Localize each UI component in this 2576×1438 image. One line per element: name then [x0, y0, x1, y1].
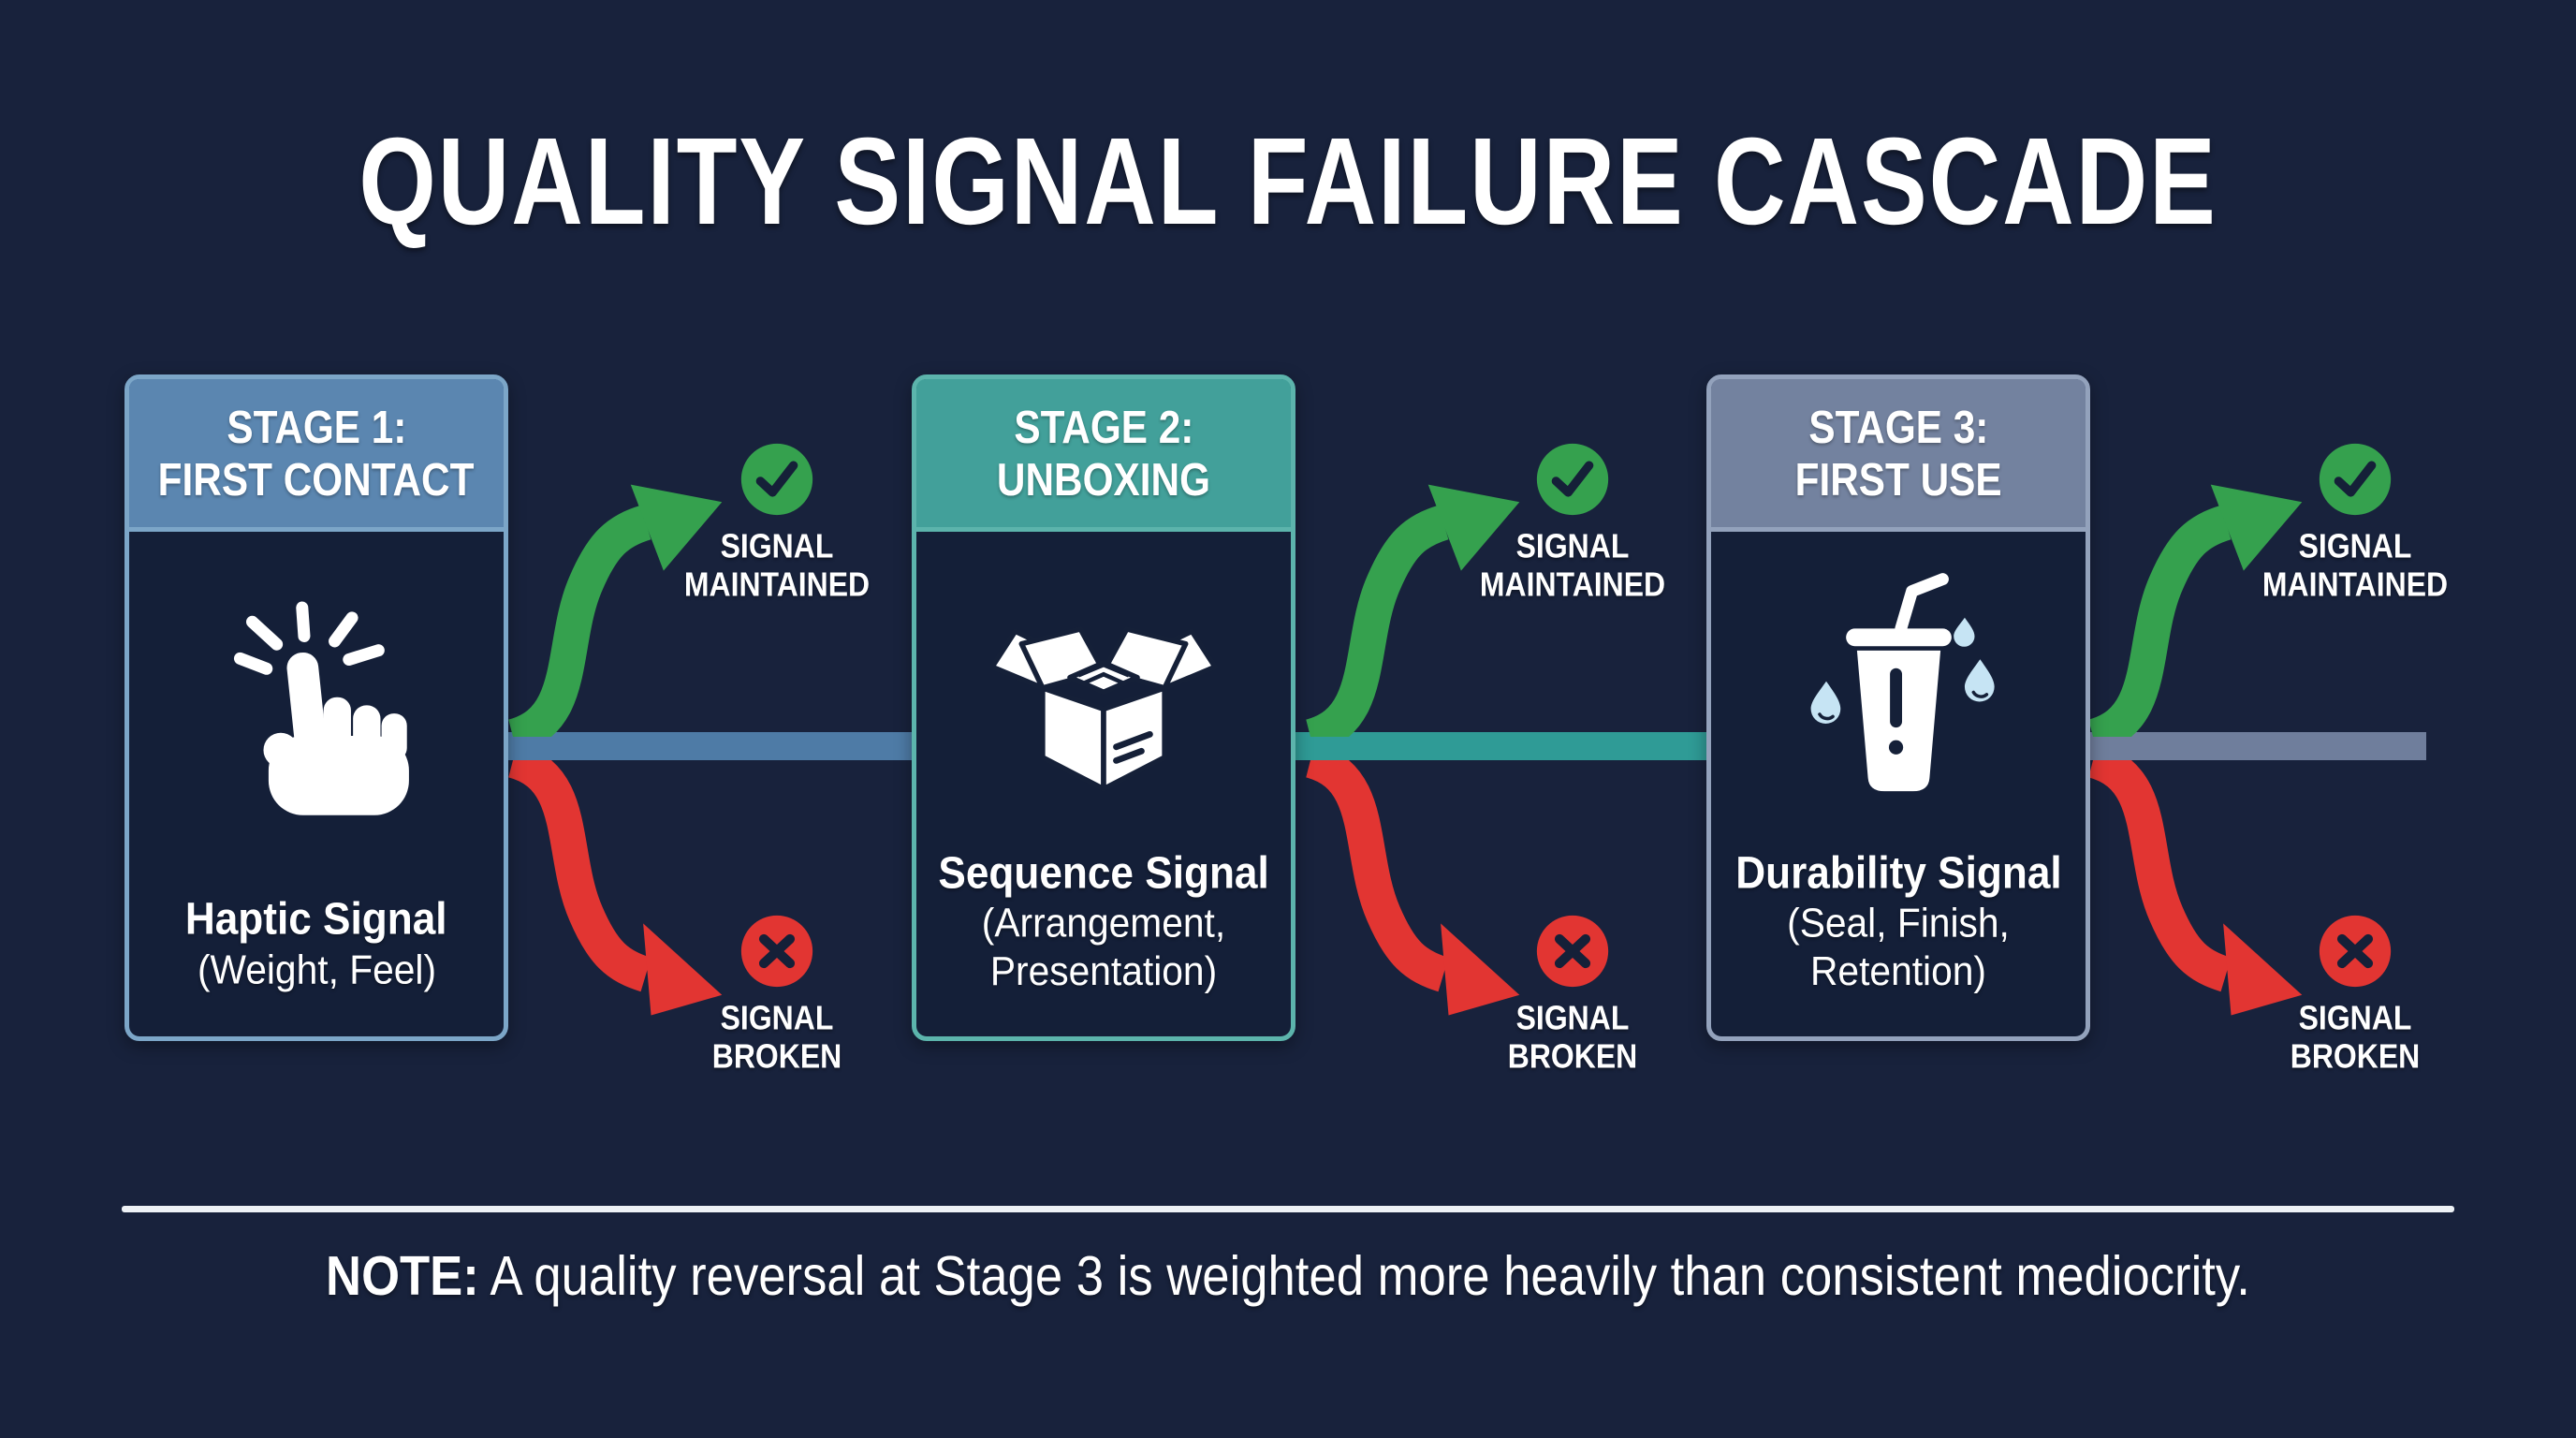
note-prefix: NOTE: — [326, 1244, 479, 1307]
check-circle-icon — [1536, 443, 1609, 516]
stage-card-1: STAGE 1: FIRST CONTACT Haptic Signa — [124, 374, 508, 1041]
tumbler-cup-icon — [1810, 573, 1995, 792]
success-arrow — [507, 484, 723, 737]
note-body: A quality reversal at Stage 3 is weighte… — [478, 1244, 2250, 1307]
stage-3-label: Durability Signal — [1734, 846, 2062, 898]
x-circle-icon — [740, 915, 813, 988]
signal-broken-label: SIGNAL BROKEN — [1507, 1000, 1638, 1076]
page-title: QUALITY SIGNAL FAILURE CASCADE — [359, 112, 2217, 252]
stage-2-sublabel: (Arrangement, Presentation) — [981, 900, 1226, 993]
open-box-icon — [989, 626, 1218, 792]
failure-arrow — [1305, 760, 1520, 1016]
stage-card-2: STAGE 2: UNBOXING — [912, 374, 1295, 1041]
stage-1-sublabel: (Weight, Feel) — [197, 946, 436, 993]
success-arrow — [2087, 484, 2303, 737]
tap-click-icon — [233, 601, 409, 815]
stage-card-3: STAGE 3: FIRST USE — [1706, 374, 2090, 1041]
stage-1-label: Haptic Signal — [185, 893, 447, 945]
stage-3-sublabel: (Seal, Finish, Retention) — [1787, 900, 2010, 993]
failure-arrow — [2087, 760, 2303, 1016]
stage-2-body: Sequence Signal (Arrangement, Presentati… — [916, 532, 1291, 1036]
x-circle-icon — [2319, 915, 2392, 988]
signal-maintained-label: SIGNAL MAINTAINED — [2261, 528, 2449, 604]
stage-3-header: STAGE 3: FIRST USE — [1711, 379, 2086, 532]
note-text: NOTE: A quality reversal at Stage 3 is w… — [78, 1243, 2499, 1308]
stage-3-body: Durability Signal (Seal, Finish, Retenti… — [1711, 532, 2086, 1036]
x-circle-icon — [1536, 915, 1609, 988]
check-circle-icon — [740, 443, 813, 516]
signal-maintained-label: SIGNAL MAINTAINED — [683, 528, 871, 604]
note-divider-line — [122, 1206, 2454, 1212]
signal-broken-label: SIGNAL BROKEN — [2290, 1000, 2421, 1076]
check-circle-icon — [2319, 443, 2392, 516]
signal-maintained-label: SIGNAL MAINTAINED — [1479, 528, 1666, 604]
failure-arrow — [507, 760, 723, 1016]
stage-2-label: Sequence Signal — [938, 846, 1269, 898]
signal-broken-label: SIGNAL BROKEN — [711, 1000, 842, 1076]
success-arrow — [1305, 484, 1520, 737]
stage-2-header: STAGE 2: UNBOXING — [916, 379, 1291, 532]
stage-1-body: Haptic Signal (Weight, Feel) — [129, 532, 504, 1036]
stage-1-header: STAGE 1: FIRST CONTACT — [129, 379, 504, 532]
